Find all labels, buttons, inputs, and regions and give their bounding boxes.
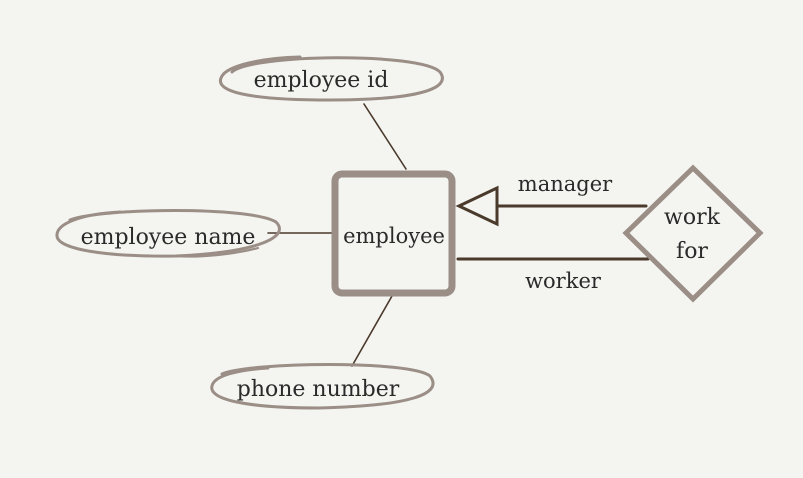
entity-employee: employee [331,170,456,297]
arrowhead-icon [455,185,499,227]
relationship-diamond [622,164,764,303]
connector-employee-id [363,103,407,170]
connector-phone-number [351,295,393,367]
entity-label: employee [343,224,445,248]
role-label-worker: worker [525,269,602,293]
attribute-employee-name: employee name [55,209,281,258]
entity-box [331,170,456,297]
relationship-work-for: work for [622,164,764,303]
attribute-label: employee id [254,68,389,93]
attribute-ellipse [55,209,281,258]
attribute-label: employee name [81,225,256,250]
attribute-phone-number: phone number [210,363,435,410]
attribute-ellipse-tail [174,246,260,258]
attribute-employee-id: employee id [219,55,444,102]
attribute-ellipse [219,55,444,102]
relationship-label-line1: work [664,205,721,230]
attribute-ellipse [210,363,435,410]
relationship-label-line2: for [676,239,708,264]
attribute-label: phone number [237,377,400,402]
role-label-manager: manager [518,172,613,196]
